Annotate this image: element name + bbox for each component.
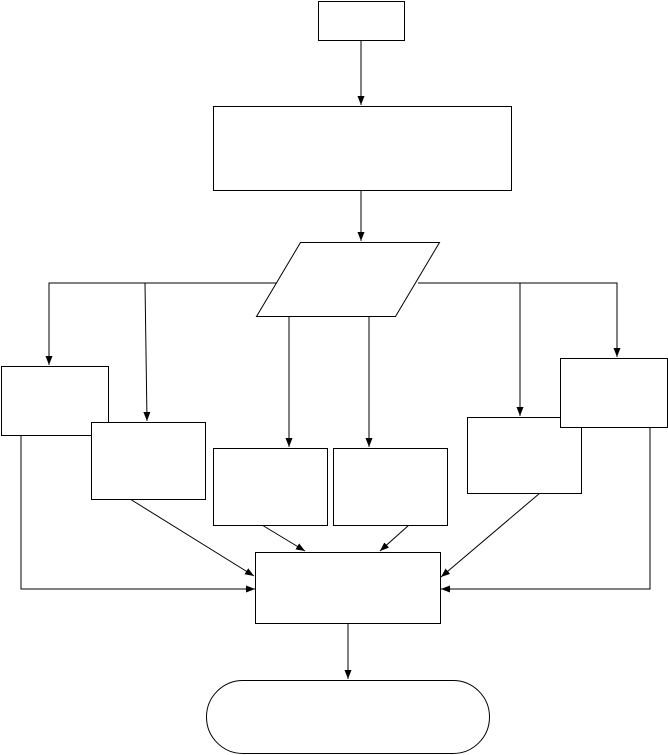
start-node <box>318 1 405 41</box>
edge-branch-2-to-merge <box>129 498 255 577</box>
end-node <box>206 680 490 754</box>
branch-4-node <box>333 448 448 526</box>
edge-branch-5-to-merge <box>440 492 541 578</box>
branch-5-node <box>467 417 582 494</box>
branch-3-node <box>213 448 328 526</box>
edges-layer <box>20 40 651 679</box>
edge-branch-3-to-merge <box>261 524 306 552</box>
process-main-node <box>213 106 512 191</box>
branch-1-node <box>1 366 109 436</box>
edge-io-to-branch-2 <box>143 282 151 422</box>
edge-branch-1-to-merge <box>20 435 255 593</box>
edge-branch-6-to-merge <box>441 427 651 593</box>
edge-io-to-branch-6 <box>418 282 621 357</box>
edge-io-to-branch-1 <box>45 282 277 365</box>
merge-node <box>255 552 441 624</box>
branch-6-node <box>560 358 668 428</box>
branch-2-node <box>91 422 206 500</box>
input-output-node <box>255 242 441 317</box>
edge-branch-4-to-merge <box>379 524 410 552</box>
